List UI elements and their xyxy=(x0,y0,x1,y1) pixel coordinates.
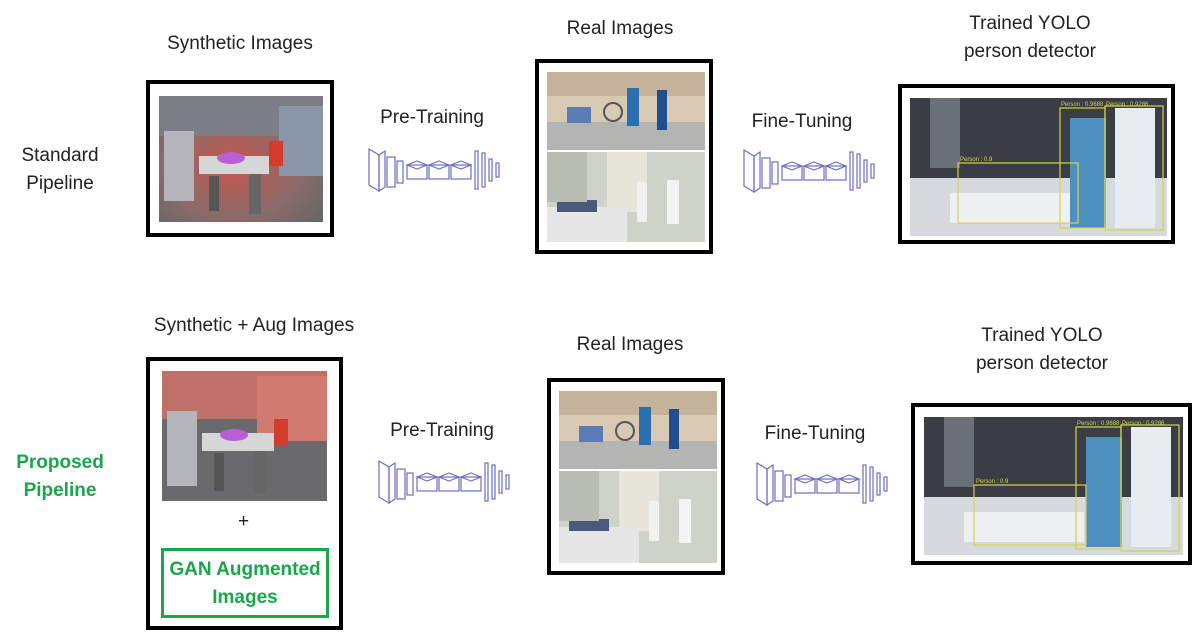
row-label-line: Pipeline xyxy=(23,480,97,501)
synthetic-aug-images-title: Synthetic + Aug Images xyxy=(153,315,355,336)
detection-image: Person : 0.9688 Person : 0.9286 Person :… xyxy=(910,98,1167,236)
finetuning-label: Fine-Tuning xyxy=(764,423,866,444)
row-label-line: Pipeline xyxy=(26,173,94,194)
synthetic-image xyxy=(159,96,323,222)
row-label-line: Standard xyxy=(21,145,99,166)
gan-label-line: Images xyxy=(212,587,278,608)
finetuning-label: Fine-Tuning xyxy=(751,111,853,132)
real-image-top xyxy=(559,391,717,469)
standard-pipeline-label: Standard Pipeline xyxy=(10,142,110,198)
gan-label-line: GAN Augmented xyxy=(169,559,321,580)
row-label-line: Proposed xyxy=(16,452,104,473)
real-images-frame xyxy=(547,378,725,575)
detection-label: Person : 0.9 xyxy=(960,157,993,163)
real-images-title: Real Images xyxy=(576,334,684,355)
trained-yolo-title: Trained YOLO person detector xyxy=(930,10,1130,66)
detection-label: Person : 0.9 xyxy=(976,479,1009,485)
cnn-network-icon xyxy=(743,148,875,194)
real-image-bottom xyxy=(547,152,705,242)
synthetic-image-frame xyxy=(146,80,334,237)
cnn-network-icon xyxy=(368,147,500,193)
synthetic-image xyxy=(162,371,327,501)
real-images-title: Real Images xyxy=(566,18,674,39)
detection-image: Person : 0.9688 Person : 0.9286 Person :… xyxy=(924,417,1183,555)
plus-sign: + xyxy=(238,511,250,532)
cnn-network-icon xyxy=(756,461,888,507)
real-images-frame xyxy=(535,59,713,254)
detection-label: Person : 0.9286 xyxy=(1122,421,1165,427)
pretraining-label: Pre-Training xyxy=(380,107,484,128)
title-line: Trained YOLO xyxy=(981,325,1103,346)
title-line: person detector xyxy=(975,353,1109,374)
detection-label: Person : 0.9688 xyxy=(1061,102,1104,108)
gan-augmented-box: GAN Augmented Images xyxy=(161,548,329,618)
detection-result-frame: Person : 0.9688 Person : 0.9286 Person :… xyxy=(898,84,1175,244)
real-image-bottom xyxy=(559,471,717,563)
synthetic-aug-frame: + GAN Augmented Images xyxy=(146,357,343,630)
trained-yolo-title: Trained YOLO person detector xyxy=(942,322,1142,378)
title-line: person detector xyxy=(963,41,1097,62)
pretraining-label: Pre-Training xyxy=(390,420,494,441)
real-image-top xyxy=(547,72,705,150)
detection-result-frame: Person : 0.9688 Person : 0.9286 Person :… xyxy=(911,403,1192,565)
detection-label: Person : 0.9286 xyxy=(1106,102,1149,108)
proposed-pipeline-label: Proposed Pipeline xyxy=(5,449,115,505)
title-line: Trained YOLO xyxy=(969,13,1091,34)
cnn-network-icon xyxy=(378,459,510,505)
synthetic-images-title: Synthetic Images xyxy=(167,33,313,54)
detection-label: Person : 0.9688 xyxy=(1077,421,1120,427)
